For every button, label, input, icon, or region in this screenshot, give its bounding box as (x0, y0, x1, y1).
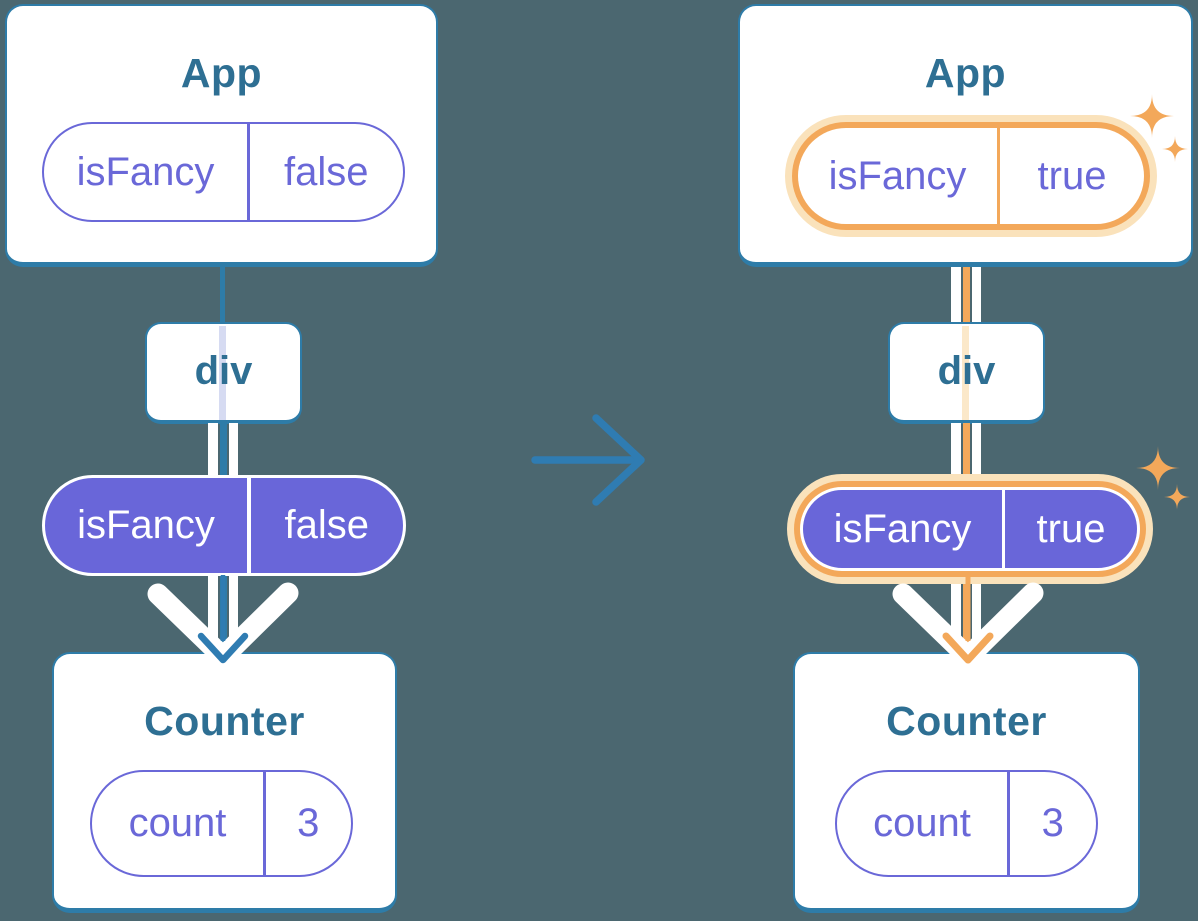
prop-name: isFancy (828, 153, 967, 198)
edge-app-div-before (220, 265, 225, 324)
prop-name: isFancy (76, 149, 215, 194)
pill-divider (1007, 772, 1010, 875)
state-value: 3 (297, 801, 320, 845)
prop-flow-stripe-after (962, 326, 969, 420)
prop-pill-passed-after: isFancy true (800, 487, 1140, 571)
sparkle-icon (1130, 94, 1174, 138)
prop-name: isFancy (833, 506, 972, 551)
pill-divider (263, 772, 266, 875)
app-title-before: App (180, 50, 263, 96)
app-title-after: App (924, 50, 1007, 96)
prop-pill-app-after: isFancy true (798, 128, 1144, 224)
state-name: count (873, 801, 971, 845)
prop-name: isFancy (77, 503, 215, 547)
div-label-before: div (194, 348, 253, 393)
edge-div-pill-before (208, 423, 238, 476)
counter-title-before: Counter (144, 698, 305, 744)
state-pill-counter-after: count 3 (835, 770, 1098, 877)
state-pill-counter-before: count 3 (90, 770, 353, 877)
pill-divider (247, 124, 250, 220)
prop-value: true (1036, 506, 1106, 551)
sparkle-icon (1162, 136, 1188, 162)
div-label-after: div (937, 348, 996, 393)
state-name: count (128, 801, 227, 845)
prop-pill-app-before: isFancy false (42, 122, 405, 222)
pill-divider (997, 128, 1000, 224)
prop-flow-stripe-before (219, 326, 226, 420)
state-value: 3 (1041, 801, 1064, 845)
sparkle-icon (1164, 484, 1190, 510)
prop-value: false (284, 149, 369, 194)
edge-app-div-after (951, 266, 981, 323)
pill-divider (1002, 490, 1005, 568)
prop-value: true (1037, 153, 1107, 198)
sparkle-icon (1136, 446, 1180, 490)
edge-div-pill-after (951, 423, 981, 476)
prop-value: false (284, 503, 370, 547)
prop-pill-passed-before: isFancy false (42, 475, 406, 576)
arrow-down-icon-after (942, 575, 994, 664)
arrow-down-icon-before (197, 575, 249, 664)
counter-title-after: Counter (886, 698, 1047, 744)
transition-arrow-icon (531, 414, 645, 506)
pill-divider (247, 478, 251, 573)
